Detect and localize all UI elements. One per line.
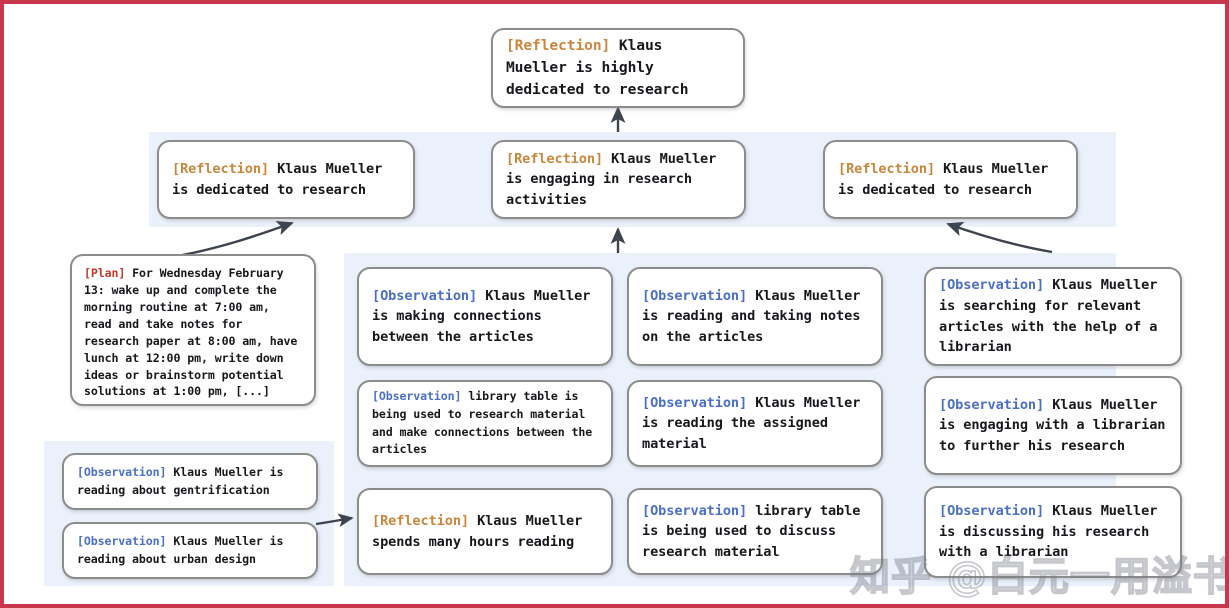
node-text: [Observation] Klaus Mueller is reading a… [77, 533, 303, 568]
tag-observation: [Observation] [642, 502, 748, 519]
node-body: Klaus Mueller is dedicated to research [838, 160, 1049, 198]
node-text: [Reflection] Klaus Mueller is dedicated … [172, 159, 400, 200]
node-reflection-left[interactable]: [Reflection] Klaus Mueller is dedicated … [157, 140, 415, 219]
node-body: Klaus Mueller is discussing his research… [939, 503, 1158, 561]
node-text: [Reflection] Klaus Mueller is highly ded… [506, 35, 730, 102]
node-text: [Observation] Klaus Mueller is making co… [372, 286, 598, 348]
node-body: Klaus Mueller is engaging with a librari… [939, 396, 1166, 454]
tag-observation: [Observation] [77, 464, 167, 479]
node-text: [Plan] For Wednesday February 13: wake u… [84, 265, 302, 400]
tag-observation: [Observation] [642, 394, 748, 411]
node-body: Klaus Mueller is reading the assigned ma… [642, 394, 861, 452]
node-body: For Wednesday February 13: wake up and c… [84, 266, 298, 399]
tag-plan: [Plan] [84, 266, 126, 280]
node-body: Klaus Mueller is highly dedicated to res… [506, 36, 689, 99]
node-body: Klaus Mueller spends many hours reading [372, 512, 583, 550]
node-obs-library-table-discuss[interactable]: [Observation] library table is being use… [627, 488, 883, 575]
node-text: [Reflection] Klaus Mueller spends many h… [372, 511, 598, 552]
node-plan[interactable]: [Plan] For Wednesday February 13: wake u… [70, 254, 316, 406]
node-text: [Reflection] Klaus Mueller is dedicated … [838, 159, 1063, 200]
node-text: [Observation] Klaus Mueller is discussin… [939, 501, 1167, 563]
node-obs-connections[interactable]: [Observation] Klaus Mueller is making co… [357, 267, 613, 366]
node-text: [Observation] Klaus Mueller is searching… [939, 275, 1167, 358]
node-obs-reading-notes[interactable]: [Observation] Klaus Mueller is reading a… [627, 267, 883, 366]
node-body: Klaus Mueller is dedicated to research [172, 160, 383, 198]
tag-observation: [Observation] [939, 503, 1045, 520]
node-text: [Observation] Klaus Mueller is reading t… [642, 393, 868, 455]
node-reflection-right[interactable]: [Reflection] Klaus Mueller is dedicated … [823, 140, 1078, 219]
diagram-canvas: [Reflection] Klaus Mueller is highly ded… [4, 4, 1225, 604]
node-body: library table is being used to research … [372, 389, 593, 457]
watermark: 知乎 @白元一用溢书生 [849, 553, 1225, 601]
node-obs-gentrification[interactable]: [Observation] Klaus Mueller is reading a… [62, 453, 318, 510]
node-text: [Observation] library table is being use… [372, 388, 598, 458]
node-obs-discussing-librarian[interactable]: [Observation] Klaus Mueller is discussin… [924, 486, 1182, 578]
node-body: Klaus Mueller is making connections betw… [372, 287, 591, 345]
tag-observation: [Observation] [642, 287, 748, 304]
node-text: [Reflection] Klaus Mueller is engaging i… [506, 149, 731, 211]
node-obs-library-table-connections[interactable]: [Observation] library table is being use… [357, 380, 613, 467]
node-reflection-mid[interactable]: [Reflection] Klaus Mueller is engaging i… [491, 140, 746, 219]
node-body: Klaus Mueller is reading about urban des… [77, 533, 284, 566]
node-obs-assigned-material[interactable]: [Observation] Klaus Mueller is reading t… [627, 380, 883, 467]
tag-reflection: [Reflection] [372, 512, 470, 529]
node-obs-engaging-librarian[interactable]: [Observation] Klaus Mueller is engaging … [924, 376, 1182, 475]
node-body: Klaus Mueller is engaging in research ac… [506, 150, 717, 208]
tag-reflection: [Reflection] [838, 160, 936, 177]
node-body: library table is being used to discuss r… [642, 502, 861, 560]
node-body: Klaus Mueller is searching for relevant … [939, 277, 1158, 356]
tag-observation: [Observation] [939, 396, 1045, 413]
tag-reflection: [Reflection] [506, 150, 604, 167]
node-reflection-hours-reading[interactable]: [Reflection] Klaus Mueller spends many h… [357, 488, 613, 575]
tag-observation: [Observation] [77, 533, 167, 548]
node-text: [Observation] Klaus Mueller is reading a… [77, 464, 303, 499]
tag-reflection: [Reflection] [506, 36, 611, 54]
tag-observation: [Observation] [372, 287, 478, 304]
node-text: [Observation] Klaus Mueller is reading a… [642, 286, 868, 348]
node-root-reflection[interactable]: [Reflection] Klaus Mueller is highly ded… [491, 28, 745, 108]
node-text: [Observation] library table is being use… [642, 501, 868, 563]
node-obs-urban-design[interactable]: [Observation] Klaus Mueller is reading a… [62, 522, 318, 579]
node-body: Klaus Mueller is reading and taking note… [642, 287, 861, 345]
node-text: [Observation] Klaus Mueller is engaging … [939, 395, 1167, 457]
tag-reflection: [Reflection] [172, 160, 270, 177]
tag-observation: [Observation] [372, 389, 462, 404]
node-body: Klaus Mueller is reading about gentrific… [77, 464, 284, 497]
node-obs-searching-articles[interactable]: [Observation] Klaus Mueller is searching… [924, 267, 1182, 366]
tag-observation: [Observation] [939, 277, 1045, 294]
